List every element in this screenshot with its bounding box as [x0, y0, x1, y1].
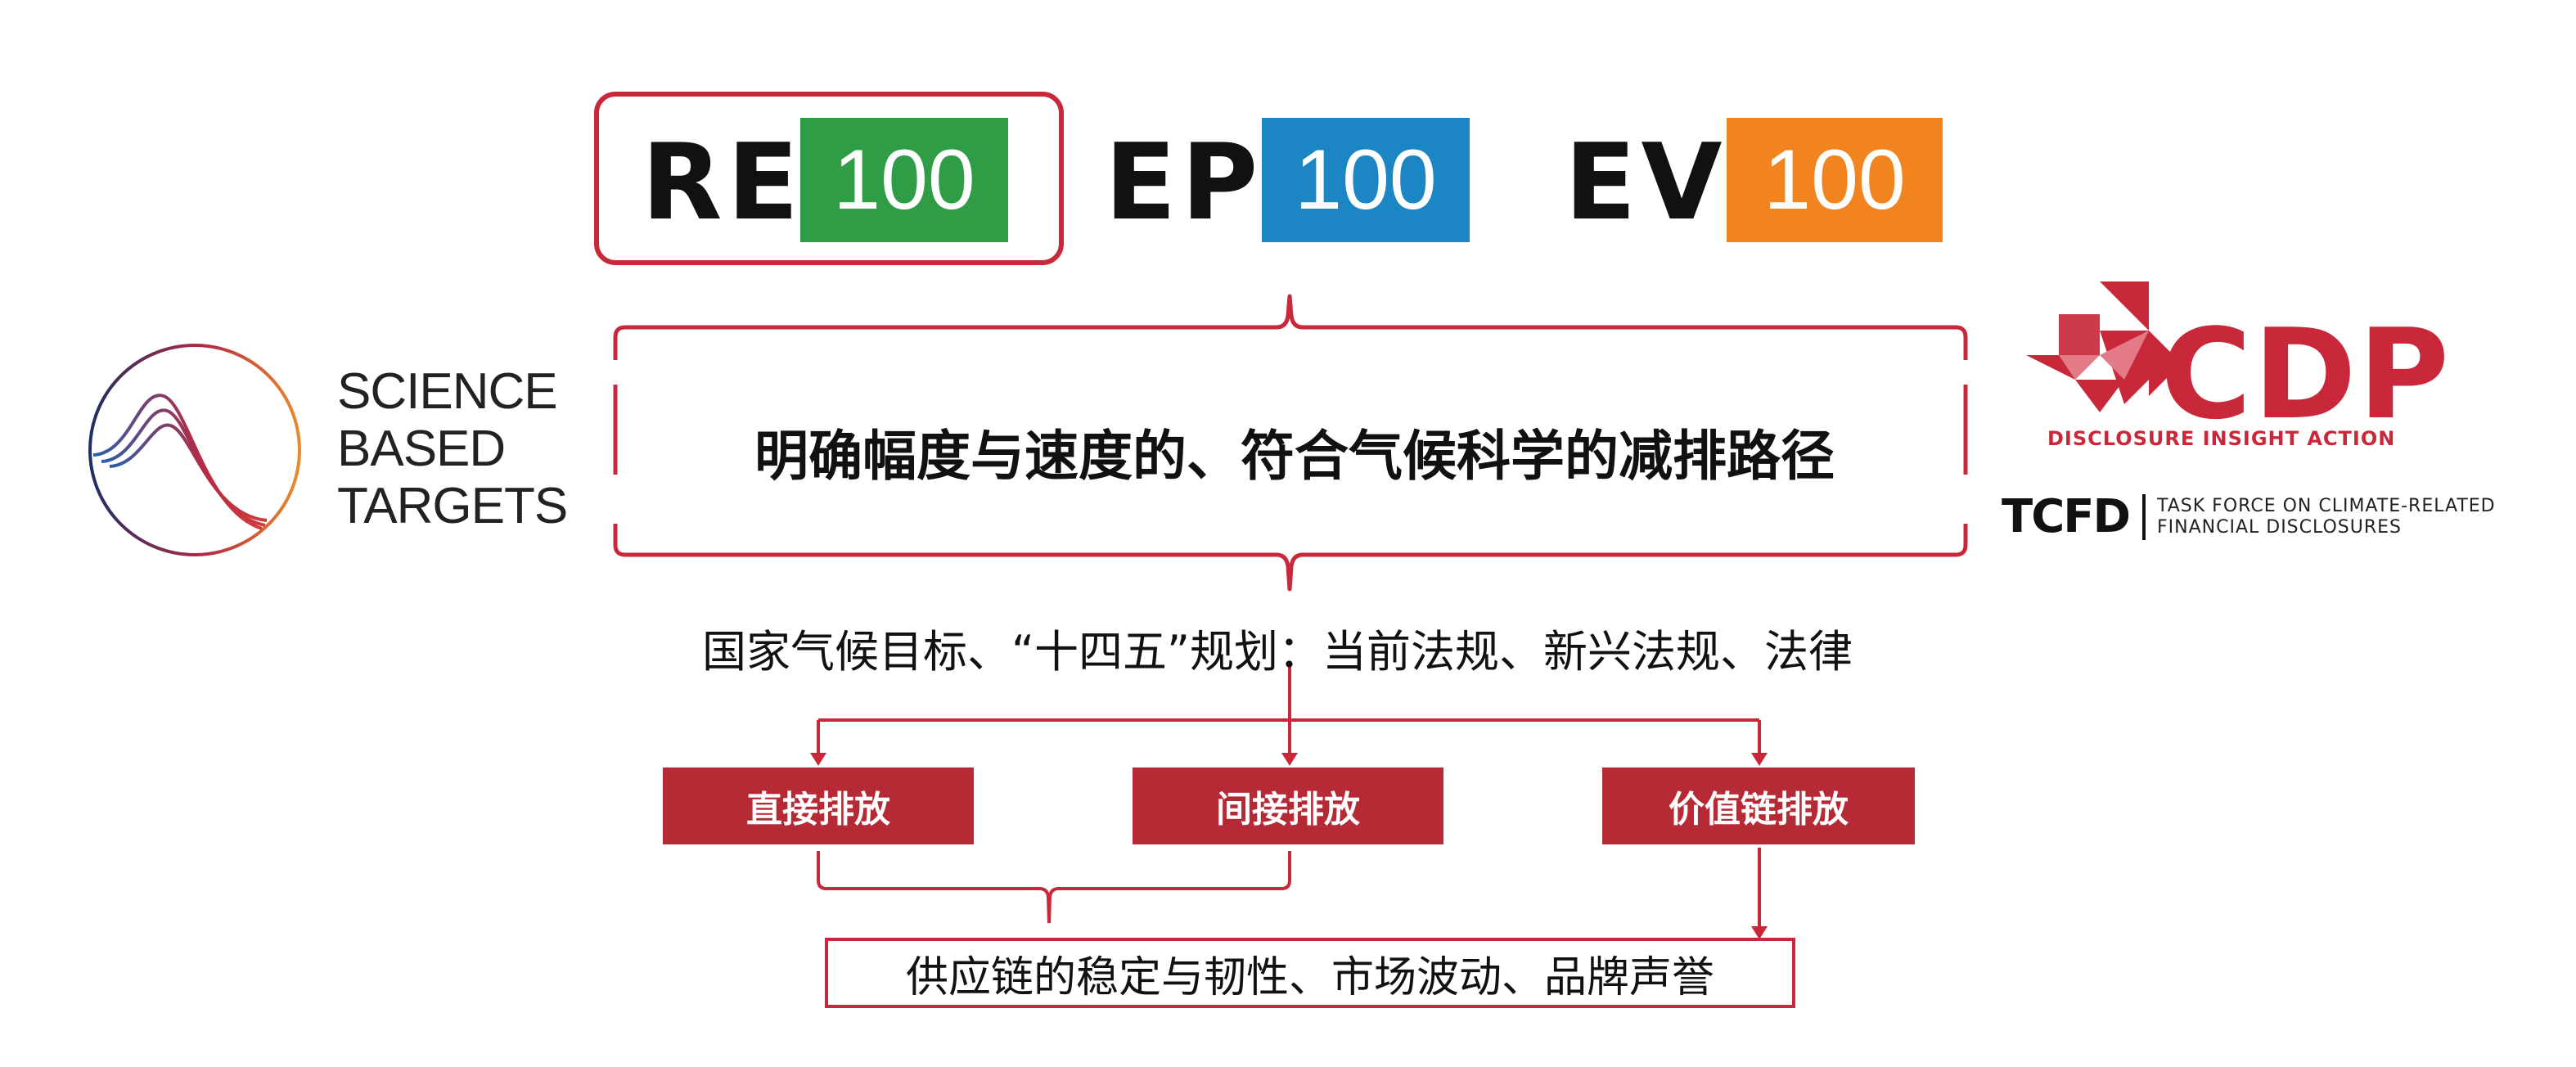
arrowhead-indirect: [1281, 753, 1298, 766]
tcfd-logo-text: TCFD: [2002, 490, 2131, 543]
indirect-emissions-box: 间接排放: [1133, 768, 1443, 844]
sbt-line-science: SCIENCE: [337, 363, 558, 420]
sub-heading-text: 国家气候目标、“十四五”规划：当前法规、新兴法规、法律: [702, 626, 1853, 678]
merge-brace: [817, 851, 1291, 924]
cdp-logo-text: CDP: [2160, 302, 2452, 447]
outcome-box: 供应链的稳定与韧性、市场波动、品牌声誉: [825, 938, 1795, 1008]
top-brace: [613, 294, 1968, 360]
re-100-badge: 100: [800, 118, 1008, 242]
tcfd-desc-line1: TASK FORCE ON CLIMATE-RELATED: [2157, 496, 2496, 516]
ep-100-badge: 100: [1262, 118, 1470, 242]
tcfd-divider: [2142, 494, 2146, 540]
value-chain-emissions-box: 价值链排放: [1602, 768, 1915, 844]
headline-text: 明确幅度与速度的、符合气候科学的减排路径: [754, 425, 1835, 488]
arrowhead-value-chain: [1751, 753, 1768, 766]
arrowhead-direct: [810, 753, 826, 766]
direct-emissions-box: 直接排放: [663, 768, 974, 844]
sbt-logo-icon: [88, 344, 301, 556]
re100-highlight-frame: [594, 92, 1064, 265]
ev-label: EV: [1565, 122, 1727, 244]
ep-label: EP: [1105, 122, 1263, 244]
tcfd-desc-line2: FINANCIAL DISCLOSURES: [2157, 517, 2403, 538]
sbt-line-based: BASED: [337, 421, 506, 477]
bottom-brace: [613, 524, 1968, 592]
sbt-line-targets: TARGETS: [337, 478, 568, 534]
ev-100-badge: 100: [1727, 118, 1943, 242]
arrowhead-outcome: [1751, 926, 1768, 939]
cdp-logo-icon: [2026, 281, 2182, 412]
cdp-tagline: DISCLOSURE INSIGHT ACTION: [2047, 427, 2396, 450]
re-label: RE: [642, 122, 804, 244]
